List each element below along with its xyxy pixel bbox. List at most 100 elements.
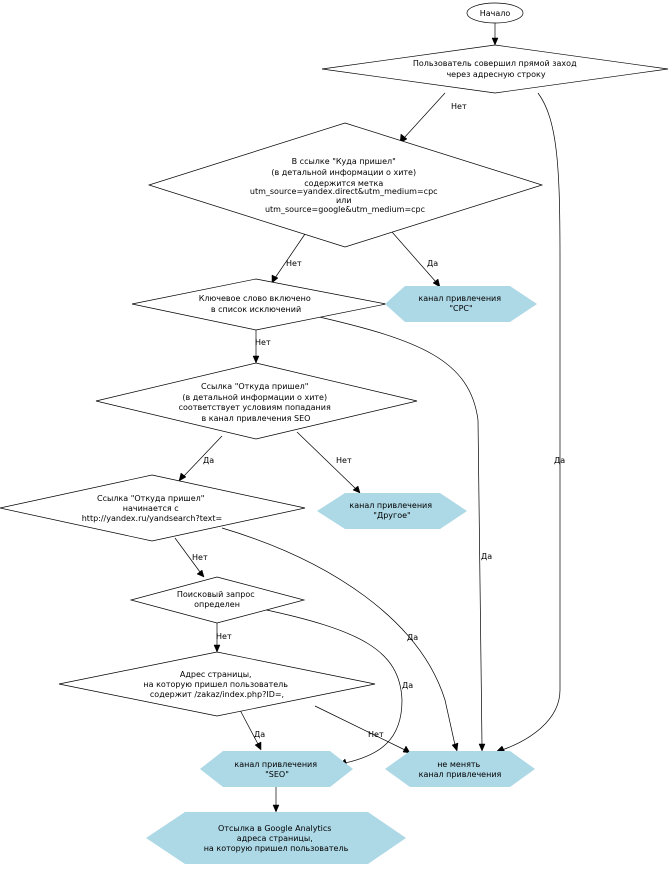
edge-label-utm-yes: Да (427, 259, 438, 268)
node-labels: Начало Пользователь совершил прямой захо… (82, 9, 579, 853)
node-q-utm-line: utm_source=google&utm_medium=cpc (265, 205, 425, 214)
node-q-utm (147, 122, 544, 248)
node-q-query (129, 576, 306, 624)
edge-direct-nochange (501, 92, 561, 751)
node-q-keyword-line: Ключевое слово включено (199, 294, 311, 303)
edge-address-seo (239, 709, 259, 745)
edge-seo-yandex (183, 435, 223, 477)
edge-label-utm-no: Нет (286, 259, 302, 268)
edge-direct-utm (403, 92, 446, 139)
edge-seo-yandex-arrowhead (178, 472, 187, 482)
node-ch-cpc (385, 286, 537, 322)
edge-keyword-nochange-arrowhead (478, 743, 486, 752)
edge-label-keyword-yes: Да (481, 552, 492, 561)
node-ga-send (146, 812, 406, 864)
node-no-change (385, 751, 535, 787)
node-q-keyword (131, 278, 387, 331)
node-q-seo-line: Ссылка "Откуда пришел" (201, 382, 308, 391)
edge-utm-cpc-arrowhead (432, 278, 441, 288)
edge-utm-keyword-arrowhead (271, 274, 279, 284)
node-q-seo-line: в канал привлечения SEO (202, 414, 311, 423)
node-start-line: Начало (480, 9, 511, 18)
node-q-direct-line: через адресную строку (446, 70, 545, 79)
node-ga-send-line: Отсылка в Google Analytics (218, 824, 331, 833)
node-ch-cpc-label: канал привлечения "CPC" (418, 294, 503, 313)
node-q-address-line: Адрес страницы, (180, 670, 252, 679)
edge-label-yandex-yes: Да (407, 633, 418, 642)
edge-yandex-nochange (221, 527, 456, 746)
node-ga-send-line: адреса страницы, (237, 834, 313, 843)
node-q-utm-label: В ссылке "Куда пришел" (в детальной инфо… (250, 157, 440, 214)
edge-utm-cpc (391, 231, 437, 283)
node-ch-other (317, 493, 467, 529)
edge-label-address-no: Нет (368, 730, 384, 739)
edge-label-direct-no: Нет (451, 102, 467, 111)
node-ch-cpc-line: канал привлечения (418, 294, 501, 303)
edge-label-seo-yes: Да (203, 456, 214, 465)
node-q-address (58, 651, 376, 717)
edge-label-query-no: Нет (216, 632, 232, 641)
node-q-seo (95, 362, 418, 440)
node-q-utm-line: содержится метка (304, 179, 383, 188)
node-no-change-line: канал привлечения (419, 770, 502, 779)
node-ch-other-line: "Другое" (373, 511, 410, 520)
edge-utm-keyword (274, 233, 306, 279)
edge-query-address-arrowhead (213, 644, 221, 653)
edge-label-yandex-no: Нет (192, 553, 208, 562)
edge-address-nochange-arrowhead (402, 745, 411, 754)
edge-address-nochange (314, 705, 406, 751)
node-q-keyword-line: в список исключений (211, 305, 301, 314)
node-q-yandex-label: Ссылка "Откуда пришел" начинается с http… (82, 494, 223, 523)
node-ch-other-label: канал привлечения "Другое" (349, 501, 434, 520)
node-q-seo-line: (в детальной информации о хите) (182, 393, 327, 402)
node-ga-send-line: на которую пришел пользователь (204, 844, 349, 853)
node-q-direct-label: Пользователь совершил прямой заход через… (413, 59, 579, 79)
node-q-utm-line: В ссылке "Куда пришел" (292, 157, 396, 166)
node-ga-send-label: Отсылка в Google Analytics адреса страни… (204, 824, 349, 853)
node-q-direct (321, 44, 669, 94)
node-ch-seo-line: "SEO" (265, 770, 289, 779)
node-no-change-line: не менять (437, 760, 480, 769)
edge-seo-ga-arrowhead (272, 804, 280, 813)
node-start-label: Начало (480, 9, 511, 18)
edge-yandex-query (174, 537, 201, 573)
edge-seo-other (296, 431, 357, 490)
node-q-seo-line: соответствует условиям попадания (179, 403, 331, 412)
node-q-query-line: Поисковый запрос (177, 590, 255, 599)
edge-label-direct-yes: Да (554, 456, 565, 465)
node-ch-other-line: канал привлечения (349, 501, 432, 510)
edge-address-seo-arrowhead (254, 741, 262, 751)
node-no-change-label: не менять канал привлечения (419, 760, 502, 779)
edge-seo-other-arrowhead (352, 485, 361, 494)
node-q-yandex-line: начинается с (123, 504, 179, 513)
node-q-yandex (0, 474, 306, 542)
edge-keyword-nochange (314, 315, 483, 746)
edge-yandex-nochange-arrowhead (451, 742, 459, 752)
node-q-seo-label: Ссылка "Откуда пришел" (в детальной инфо… (179, 382, 334, 423)
edge-keyword-seo-arrowhead (252, 355, 260, 364)
node-ch-cpc-line: "CPC" (449, 304, 472, 313)
edge-label-keyword-no: Нет (255, 338, 271, 347)
node-q-address-line: на которую пришел пользователь (143, 680, 288, 689)
node-q-keyword-label: Ключевое слово включено в список исключе… (199, 294, 314, 314)
node-q-query-line: определен (194, 600, 240, 609)
node-q-direct-line: Пользователь совершил прямой заход (413, 59, 577, 68)
node-q-yandex-line: http://yandex.ru/yandsearch?text= (82, 514, 223, 523)
node-q-utm-line: utm_source=yandex.direct&utm_medium=cpc (250, 187, 438, 196)
node-q-utm-line: (в детальной информации о хите) (271, 168, 416, 177)
node-q-yandex-line: Ссылка "Откуда пришел" (97, 494, 204, 503)
edges: Нет Да Нет Да Нет Да Да Нет Нет (174, 23, 565, 813)
edge-query-seo (261, 608, 403, 764)
node-q-address-label: Адрес страницы, на которую пришел пользо… (143, 670, 290, 699)
edge-label-query-yes: Да (402, 681, 413, 690)
node-ch-seo-label: канал привлечения "SEO" (234, 760, 319, 779)
edge-yandex-query-arrowhead (196, 569, 205, 578)
edge-label-seo-no: Нет (336, 456, 352, 465)
node-ch-seo (200, 751, 353, 787)
node-start (466, 2, 524, 24)
node-ch-seo-line: канал привлечения (234, 760, 317, 769)
node-q-utm-line: или (336, 196, 352, 205)
node-q-query-label: Поисковый запрос определен (177, 590, 257, 609)
